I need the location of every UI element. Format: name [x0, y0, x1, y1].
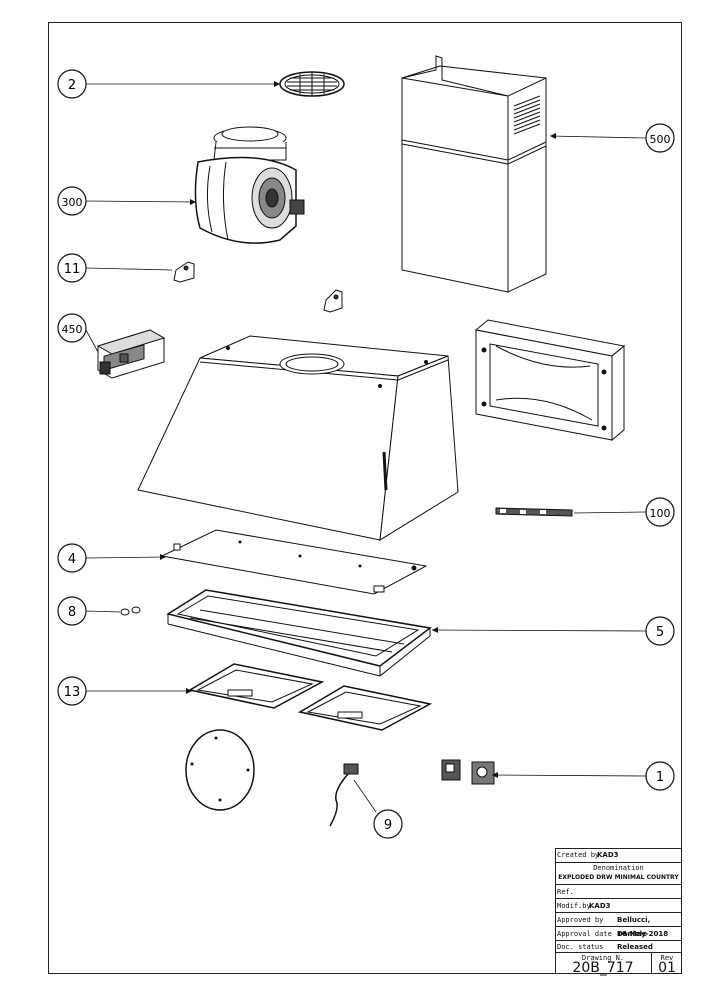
chimney-part: [401, 55, 547, 293]
callout-300-label: 300: [62, 196, 83, 209]
bottom-panel-part: [160, 529, 428, 595]
created-by-label: Created by: [557, 851, 600, 859]
callout-2: 2: [57, 69, 87, 99]
callout-13-label: 13: [64, 685, 81, 700]
title-block-border: [555, 848, 682, 974]
drawing-number-box: Drawing N. 20B_717: [555, 952, 652, 976]
motor-part: [194, 126, 305, 244]
cable-part: [329, 763, 359, 827]
callout-5: 5: [645, 616, 675, 646]
control-box-part: [96, 329, 166, 379]
bracket-part: [173, 261, 343, 313]
approval-date-label: Approval date: [557, 930, 612, 938]
created-by-value: KAD3: [597, 851, 619, 859]
modify-value: KAD3: [589, 902, 611, 910]
ref-label: Ref.: [557, 888, 574, 896]
approved-row: Approved by Bellucci, Daniele: [555, 912, 682, 938]
round-cover-part: [185, 729, 255, 811]
title-block: Created by KAD3 Denomination EXPLODED DR…: [555, 848, 682, 976]
grease-filters-part: [187, 663, 433, 731]
callout-11: 11: [57, 253, 87, 283]
callout-5-label: 5: [656, 625, 664, 640]
callout-450: 450: [57, 313, 87, 343]
callout-500: 500: [645, 123, 675, 153]
drawing-frame: [48, 22, 682, 974]
approval-date-row: Approval date 16-May-2018: [555, 926, 682, 938]
callout-100-label: 100: [650, 507, 671, 520]
hood-body-part: [137, 335, 459, 541]
callout-11-label: 11: [64, 262, 81, 277]
callout-8: 8: [57, 596, 87, 626]
approved-value: Bellucci, Daniele: [617, 916, 651, 938]
callout-4: 4: [57, 543, 87, 573]
callout-300: 300: [57, 186, 87, 216]
denomination-value: EXPLODED DRW MINIMAL COUNTRY: [558, 874, 679, 881]
modify-label: Modif.by: [557, 902, 591, 910]
approval-date-value: 16-May-2018: [617, 930, 669, 938]
callout-500-label: 500: [650, 133, 671, 146]
revision-value: 01: [658, 960, 676, 976]
filter-tray-part: [166, 589, 432, 677]
callout-1-label: 1: [656, 770, 664, 785]
denomination-label: Denomination: [593, 864, 644, 872]
callout-8-label: 8: [68, 605, 76, 620]
leader-lines: [85, 83, 647, 813]
callout-4-label: 4: [68, 552, 76, 567]
callout-9-label: 9: [384, 818, 392, 833]
doc-status-value: Released: [617, 943, 653, 951]
callout-450-label: 450: [62, 323, 83, 336]
leader-arrows: [160, 81, 556, 778]
approved-label: Approved by: [557, 916, 604, 924]
screws-part: [120, 606, 141, 616]
callout-100: 100: [645, 497, 675, 527]
led-bar-part: [495, 507, 573, 517]
drawing-number-value: 20B_717: [572, 960, 634, 976]
revision-box: Rev 01: [652, 952, 682, 976]
denomination-row: Denomination EXPLODED DRW MINIMAL COUNTR…: [555, 862, 682, 884]
round-grille-part: [279, 71, 345, 97]
callout-13: 13: [57, 676, 87, 706]
callout-2-label: 2: [68, 78, 76, 93]
wall-frame-part: [474, 319, 626, 442]
plug-part: [441, 759, 495, 785]
doc-status-label: Doc. status: [557, 943, 604, 951]
doc-status-row: Doc. status Released: [555, 940, 682, 952]
callout-bubbles: 2 500 300 11 450 100: [57, 69, 675, 839]
revision-label: Rev: [660, 954, 674, 962]
modify-row: Modif.by KAD3: [555, 898, 682, 910]
callout-9: 9: [373, 809, 403, 839]
callout-1: 1: [645, 761, 675, 791]
ref-row: Ref.: [555, 884, 682, 896]
drawing-number-label: Drawing N.: [581, 954, 625, 962]
